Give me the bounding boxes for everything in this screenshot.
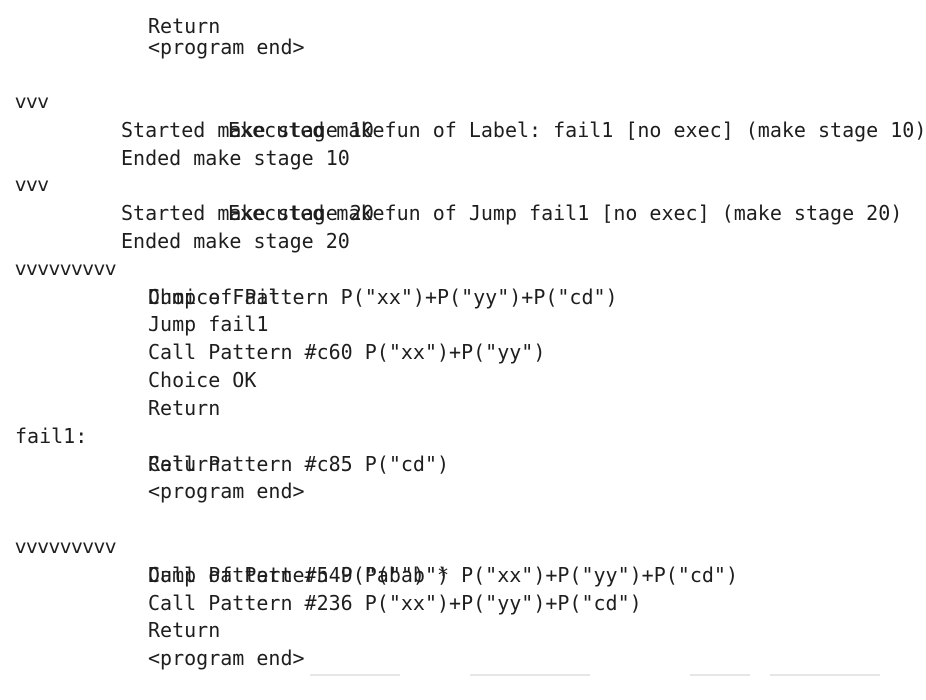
log-marker: vvvvvvvvv bbox=[15, 257, 117, 280]
log-text: Choice Fail bbox=[148, 284, 281, 309]
log-line: Return bbox=[0, 589, 220, 642]
log-text: Executed makefun of Label: fail1 [no exe… bbox=[228, 117, 926, 142]
log-line: vvv Started make stage 10 bbox=[0, 61, 374, 142]
log-text: Jump fail1 bbox=[148, 311, 269, 336]
log-text: Started make stage 20 bbox=[121, 200, 374, 225]
log-line: vvvvvvvvv Dump of Pattern P("ab") * P("x… bbox=[0, 506, 738, 587]
cut-off-line bbox=[0, 668, 888, 678]
log-line: Choice OK bbox=[0, 339, 256, 392]
log-text: <program end> bbox=[148, 478, 305, 503]
log-marker: vvv bbox=[15, 90, 49, 113]
terminal-output[interactable]: Return <program end> vvv Started make st… bbox=[0, 0, 926, 678]
log-text: Ended make stage 10 bbox=[121, 145, 350, 170]
log-text: Executed makefun of Jump fail1 [no exec]… bbox=[228, 200, 903, 225]
log-line: Ended make stage 20 bbox=[0, 200, 350, 253]
log-line: Choice Fail bbox=[0, 256, 280, 309]
log-text: Return bbox=[148, 451, 221, 476]
log-text: Call Pattern #236 P("xx")+P("yy")+P("cd"… bbox=[148, 590, 642, 615]
log-text: Call Pattern #c60 P("xx")+P("yy") bbox=[148, 339, 546, 364]
log-text: <program end> bbox=[148, 645, 305, 670]
log-label: fail1: bbox=[15, 423, 88, 448]
log-text: Return bbox=[148, 617, 221, 642]
log-line: <program end> bbox=[0, 450, 305, 503]
log-line: fail1: Call Pattern #c85 P("cd") bbox=[0, 395, 449, 476]
log-text: Ended make stage 20 bbox=[121, 228, 350, 253]
log-text: <program end> bbox=[148, 34, 305, 59]
log-text: Dump of Pattern P("ab") * P("xx")+P("yy"… bbox=[148, 562, 739, 587]
log-line: Return bbox=[0, 367, 220, 420]
log-line: Executed makefun of Label: fail1 [no exe… bbox=[0, 89, 926, 142]
log-marker: vvv bbox=[15, 173, 49, 196]
log-text: Return bbox=[148, 395, 221, 420]
log-line: Return bbox=[0, 423, 220, 476]
log-line: Jump fail1 bbox=[0, 283, 268, 336]
log-line: <program end> bbox=[0, 617, 305, 670]
log-line: Call Pattern #c60 P("xx")+P("yy") bbox=[0, 311, 545, 364]
log-line: Ended make stage 10 bbox=[0, 117, 350, 170]
log-line: Executed makefun of Jump fail1 [no exec]… bbox=[0, 172, 902, 225]
log-line: Call Pattern #549 P("ab") bbox=[0, 534, 449, 587]
log-line-partial: Return bbox=[0, 0, 220, 38]
log-line: vvv Started make stage 20 bbox=[0, 144, 374, 225]
log-marker: vvvvvvvvv bbox=[15, 535, 117, 558]
log-text: Dump of Pattern P("xx")+P("yy")+P("cd") bbox=[148, 284, 618, 309]
log-line: <program end> bbox=[0, 6, 305, 59]
log-line: vvvvvvvvv Dump of Pattern P("xx")+P("yy"… bbox=[0, 228, 618, 309]
log-text: Choice OK bbox=[148, 367, 257, 392]
log-line: Call Pattern #236 P("xx")+P("yy")+P("cd"… bbox=[0, 562, 642, 615]
log-text: Started make stage 10 bbox=[121, 117, 374, 142]
log-text: Call Pattern #549 P("ab") bbox=[148, 562, 450, 587]
log-text: Call Pattern #c85 P("cd") bbox=[148, 451, 450, 476]
log-text: Return bbox=[148, 13, 221, 38]
